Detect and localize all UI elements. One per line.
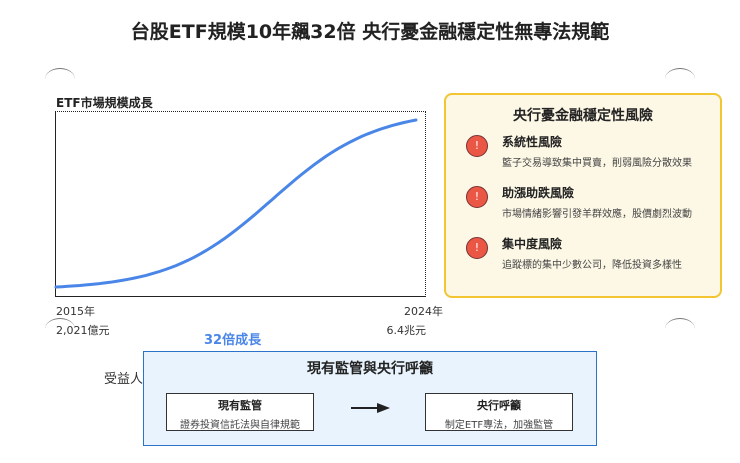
growth-annotation: 32倍成長 xyxy=(204,333,262,348)
start-value-label: 2,021億元 xyxy=(56,324,110,337)
risk-text: 追蹤標的集中少數公司，降低投資多樣性 xyxy=(502,260,682,271)
risk-title: 央行憂金融穩定性風險 xyxy=(513,108,653,124)
warning-icon: ! xyxy=(466,135,488,157)
central-bank-call-text: 制定ETF專法，加強監管 xyxy=(444,420,554,431)
regulation-title: 現有監管與央行呼籲 xyxy=(307,361,433,377)
risk-heading: 系統性風險 xyxy=(502,135,563,149)
regulation-panel: 現有監管與央行呼籲 現有監管 證券投資信託法與自律規範 央行呼籲 制定ETF專法… xyxy=(143,351,597,446)
central-bank-call-heading: 央行呼籲 xyxy=(477,399,521,412)
warning-icon: ! xyxy=(466,186,488,208)
end-value-label: 6.4兆元 xyxy=(386,324,427,337)
current-regulation-text: 證券投資信託法與自律規範 xyxy=(180,420,300,431)
beneficiary-label: 受益人 xyxy=(104,372,144,387)
decorative-arc xyxy=(45,68,75,79)
decorative-arc xyxy=(665,318,695,329)
warning-icon: ! xyxy=(466,237,488,259)
risk-text: 籃子交易導致集中買賣，削弱風險分散效果 xyxy=(502,158,692,169)
decorative-arc xyxy=(665,68,695,79)
growth-curve xyxy=(54,118,418,289)
chart-area xyxy=(55,111,426,297)
chart-title: ETF市場規模成長 xyxy=(56,96,153,110)
current-regulation-box: 現有監管 證券投資信託法與自律規範 xyxy=(166,393,314,431)
arrow-right-icon xyxy=(351,403,390,413)
risk-text: 市場情緒影響引發羊群效應，股價劇烈波動 xyxy=(502,209,692,220)
decorative-arc xyxy=(45,318,75,329)
x-end-label: 2024年 xyxy=(404,305,443,318)
x-start-label: 2015年 xyxy=(56,305,95,318)
risk-heading: 助漲助跌風險 xyxy=(502,186,575,200)
page-title: 台股ETF規模10年飆32倍 央行憂金融穩定性無專法規範 xyxy=(130,21,610,43)
current-regulation-heading: 現有監管 xyxy=(218,399,262,412)
risk-heading: 集中度風險 xyxy=(502,237,563,251)
central-bank-call-box: 央行呼籲 制定ETF專法，加強監管 xyxy=(425,393,573,431)
risk-panel: 央行憂金融穩定性風險 ! 系統性風險 籃子交易導致集中買賣，削弱風險分散效果 !… xyxy=(444,93,722,298)
